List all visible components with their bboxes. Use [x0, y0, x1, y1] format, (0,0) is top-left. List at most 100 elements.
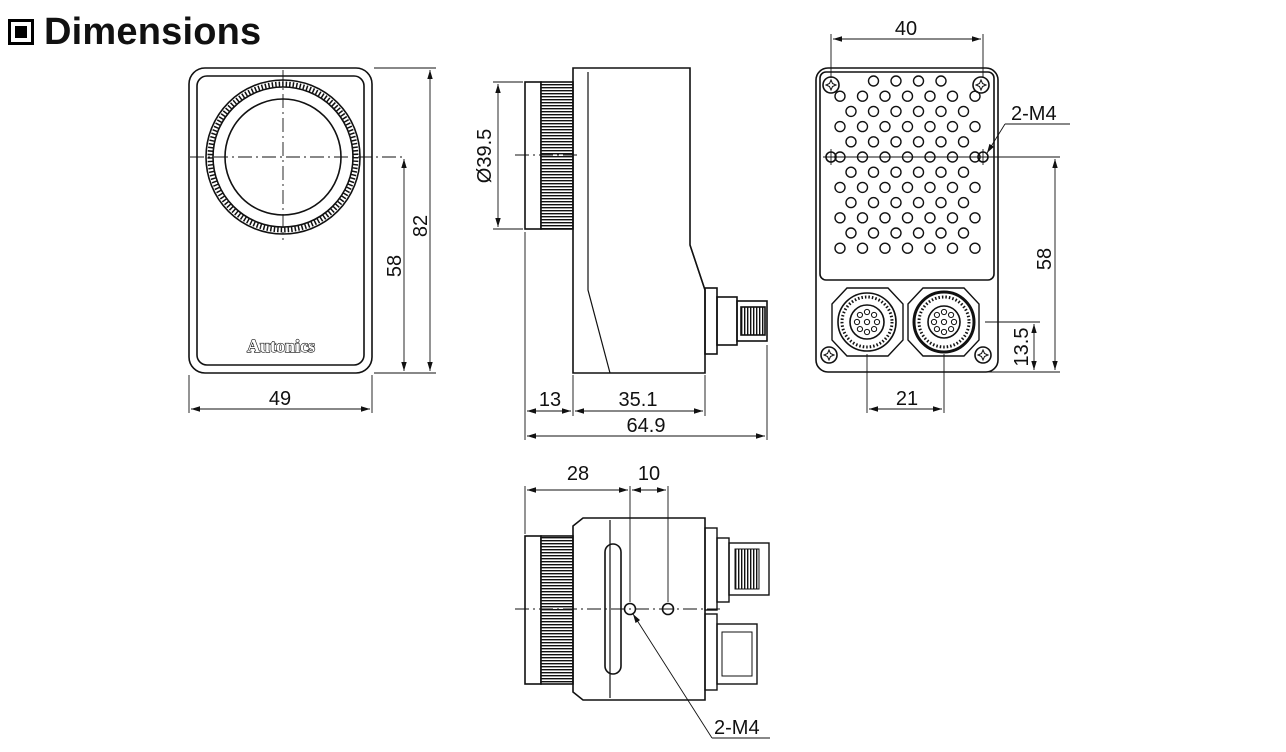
- bottom-lens-cap: [524, 535, 542, 685]
- screw-icon: [820, 346, 838, 364]
- connector-pin: [863, 308, 871, 316]
- dim-front-center: 58: [384, 255, 406, 277]
- side-connector-body: [716, 296, 738, 346]
- bottom-connector-upper: [728, 542, 770, 596]
- vent-hole: [890, 75, 902, 87]
- bottom-mount-hole: [623, 602, 637, 616]
- vent-hole: [946, 242, 959, 254]
- vent-hole: [912, 227, 925, 239]
- back-view: [815, 34, 1070, 413]
- vent-hole: [879, 120, 891, 133]
- vent-hole: [935, 105, 947, 118]
- heat-sink-area: [819, 71, 995, 281]
- side-view: [493, 67, 768, 440]
- connector-pin: [940, 308, 948, 316]
- vent-hole: [890, 196, 902, 209]
- vent-hole: [879, 242, 891, 254]
- connector-pin: [950, 318, 958, 326]
- vent-hole: [901, 120, 914, 133]
- vent-hole: [867, 196, 880, 209]
- dim-connector-height: 13.5: [1011, 328, 1033, 367]
- vent-hole: [901, 181, 914, 194]
- vent-hole: [867, 136, 880, 148]
- vent-hole: [856, 90, 869, 102]
- front-housing-outline: [188, 67, 373, 374]
- vent-hole: [969, 242, 981, 254]
- vent-hole: [845, 166, 857, 178]
- vent-hole: [935, 75, 947, 87]
- dim-total-length: 64.9: [627, 415, 666, 437]
- vent-hole: [867, 227, 880, 239]
- vent-hole: [856, 120, 869, 133]
- connector-pin: [940, 328, 948, 336]
- vent-hole: [946, 120, 959, 133]
- vent-hole: [924, 212, 936, 224]
- vent-hole: [935, 227, 947, 239]
- vent-hole: [834, 90, 846, 102]
- vent-hole: [845, 105, 857, 118]
- connector-pin: [856, 325, 864, 333]
- vent-hole: [879, 90, 891, 102]
- vent-hole: [957, 166, 970, 178]
- vent-hole: [845, 196, 857, 209]
- dim-connector-pitch: 21: [896, 388, 918, 410]
- dim-bottom-thread: 2-M4: [714, 717, 760, 739]
- vent-hole: [856, 212, 869, 224]
- connector-pin: [873, 318, 881, 326]
- connector-pin: [863, 318, 871, 326]
- vent-hole: [957, 227, 970, 239]
- vent-hole: [867, 75, 880, 87]
- connector-pin: [863, 328, 871, 336]
- dim-back-width: 40: [895, 18, 917, 40]
- connector-pin: [870, 311, 878, 319]
- dim-back-hole-height: 58: [1034, 248, 1056, 270]
- dim-back-thread: 2-M4: [1011, 103, 1057, 125]
- vent-hole: [901, 212, 914, 224]
- vent-hole: [957, 105, 970, 118]
- side-lens-cap: [524, 81, 542, 230]
- back-housing-outline: [815, 67, 999, 373]
- connector-pins: [853, 308, 958, 336]
- dim-front-width: 49: [269, 388, 291, 410]
- vent-hole: [890, 136, 902, 148]
- vent-hole: [901, 242, 914, 254]
- vent-hole: [969, 181, 981, 194]
- vent-hole: [935, 196, 947, 209]
- vent-hole: [867, 105, 880, 118]
- screw-icon: [972, 76, 990, 94]
- vent-hole: [969, 120, 981, 133]
- connector-pin: [870, 325, 878, 333]
- dim-front-height: 82: [410, 215, 432, 237]
- dim-body-length: 35.1: [619, 389, 658, 411]
- vent-hole: [924, 181, 936, 194]
- connector-pin: [947, 325, 955, 333]
- brand-logo: Autonics: [247, 336, 315, 356]
- bottom-lens-knurl: [540, 535, 574, 685]
- vent-hole: [912, 166, 925, 178]
- screw-icon: [822, 76, 840, 94]
- vent-hole: [834, 120, 846, 133]
- vent-hole: [946, 212, 959, 224]
- connector-pin: [930, 318, 938, 326]
- vent-hole: [901, 90, 914, 102]
- vent-hole: [867, 166, 880, 178]
- front-housing-inner: [196, 75, 365, 366]
- vent-hole: [969, 212, 981, 224]
- vent-hole: [890, 166, 902, 178]
- vent-hole: [924, 242, 936, 254]
- vent-hole: [957, 136, 970, 148]
- dim-bottom-pitch: 10: [638, 463, 660, 485]
- connector-pin: [933, 325, 941, 333]
- dim-lens-length: 13: [539, 389, 561, 411]
- vent-hole: [879, 212, 891, 224]
- vent-hole: [924, 120, 936, 133]
- square-bullet-icon: [8, 19, 34, 45]
- connector-pin: [856, 311, 864, 319]
- bottom-connector-lower: [716, 623, 758, 685]
- bottom-view: [515, 486, 770, 739]
- vent-hole: [912, 196, 925, 209]
- vent-hole: [912, 105, 925, 118]
- connector-pin: [940, 318, 948, 326]
- connector-pin: [933, 311, 941, 319]
